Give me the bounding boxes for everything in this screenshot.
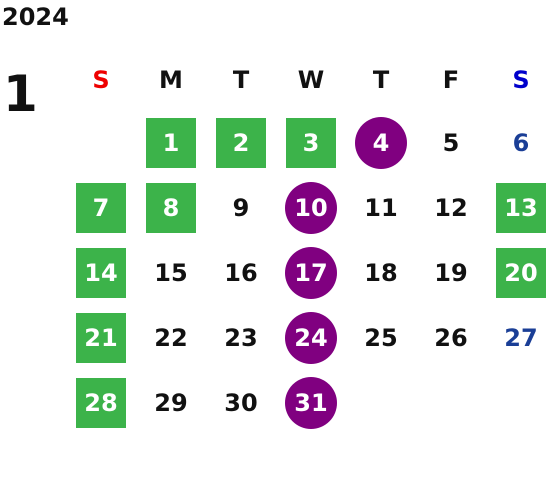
weekday-header-row: S M T W T F S bbox=[66, 50, 548, 110]
day-number: 26 bbox=[434, 323, 468, 352]
day-cell[interactable]: 26 bbox=[416, 305, 486, 370]
weekday-sunday: S bbox=[92, 66, 110, 94]
day-number-highlighted: 20 bbox=[496, 247, 546, 298]
day-cell[interactable]: 19 bbox=[416, 240, 486, 305]
month-number: 1 bbox=[3, 65, 38, 123]
day-cell[interactable]: 13 bbox=[486, 175, 548, 240]
day-number-circled: 31 bbox=[285, 376, 337, 429]
day-cell[interactable]: 25 bbox=[346, 305, 416, 370]
day-cell[interactable]: 12 bbox=[416, 175, 486, 240]
day-number-highlighted: 2 bbox=[216, 117, 266, 168]
day-cell[interactable]: 22 bbox=[136, 305, 206, 370]
day-number-circled: 4 bbox=[355, 116, 407, 169]
day-number: 29 bbox=[154, 388, 188, 417]
day-number-highlighted: 3 bbox=[286, 117, 336, 168]
day-number-highlighted: 21 bbox=[76, 312, 126, 363]
day-cell[interactable]: 1 bbox=[136, 110, 206, 175]
year-label: 2024 bbox=[2, 3, 69, 31]
day-number-highlighted: 8 bbox=[146, 182, 196, 233]
day-number-highlighted: 28 bbox=[76, 377, 126, 428]
day-number: 6 bbox=[512, 128, 530, 157]
day-cell[interactable]: 23 bbox=[206, 305, 276, 370]
day-number: 22 bbox=[154, 323, 188, 352]
day-number-highlighted: 1 bbox=[146, 117, 196, 168]
day-cell[interactable]: 11 bbox=[346, 175, 416, 240]
day-number-highlighted: 13 bbox=[496, 182, 546, 233]
day-number: 18 bbox=[364, 258, 398, 287]
day-cell[interactable]: 9 bbox=[206, 175, 276, 240]
day-cell[interactable]: 15 bbox=[136, 240, 206, 305]
day-cell[interactable]: 28 bbox=[66, 370, 136, 435]
day-number: 5 bbox=[442, 128, 460, 157]
day-cell[interactable]: 27 bbox=[486, 305, 548, 370]
day-cell[interactable]: 10 bbox=[276, 175, 346, 240]
day-cell[interactable]: 21 bbox=[66, 305, 136, 370]
day-number: 15 bbox=[154, 258, 188, 287]
day-number: 11 bbox=[364, 193, 398, 222]
day-cell[interactable]: 20 bbox=[486, 240, 548, 305]
day-number: 16 bbox=[224, 258, 258, 287]
weekday-monday: M bbox=[159, 66, 183, 94]
day-cell[interactable]: 31 bbox=[276, 370, 346, 435]
day-cell[interactable]: 29 bbox=[136, 370, 206, 435]
day-cell[interactable]: 2 bbox=[206, 110, 276, 175]
weekday-wednesday: W bbox=[297, 66, 325, 94]
weekday-tuesday: T bbox=[232, 66, 250, 94]
day-number: 12 bbox=[434, 193, 468, 222]
day-cell[interactable]: 24 bbox=[276, 305, 346, 370]
weekday-friday: F bbox=[442, 66, 460, 94]
day-cell[interactable]: 30 bbox=[206, 370, 276, 435]
day-number-highlighted: 7 bbox=[76, 182, 126, 233]
day-number: 27 bbox=[504, 323, 538, 352]
day-number-circled: 10 bbox=[285, 181, 337, 234]
day-number: 30 bbox=[224, 388, 258, 417]
day-cell[interactable]: 18 bbox=[346, 240, 416, 305]
day-cell[interactable]: 5 bbox=[416, 110, 486, 175]
day-number-highlighted: 14 bbox=[76, 247, 126, 298]
day-number: 23 bbox=[224, 323, 258, 352]
day-number: 9 bbox=[232, 193, 250, 222]
day-number-circled: 24 bbox=[285, 311, 337, 364]
day-cell[interactable]: 17 bbox=[276, 240, 346, 305]
day-cell[interactable]: 6 bbox=[486, 110, 548, 175]
day-cell[interactable]: 16 bbox=[206, 240, 276, 305]
weekday-saturday: S bbox=[512, 66, 530, 94]
day-cell[interactable]: 14 bbox=[66, 240, 136, 305]
day-cell[interactable]: 4 bbox=[346, 110, 416, 175]
day-cell[interactable]: 8 bbox=[136, 175, 206, 240]
day-number-circled: 17 bbox=[285, 246, 337, 299]
day-number: 25 bbox=[364, 323, 398, 352]
day-number: 19 bbox=[434, 258, 468, 287]
weekday-thursday: T bbox=[372, 66, 390, 94]
day-cell[interactable]: 7 bbox=[66, 175, 136, 240]
day-cell[interactable]: 3 bbox=[276, 110, 346, 175]
